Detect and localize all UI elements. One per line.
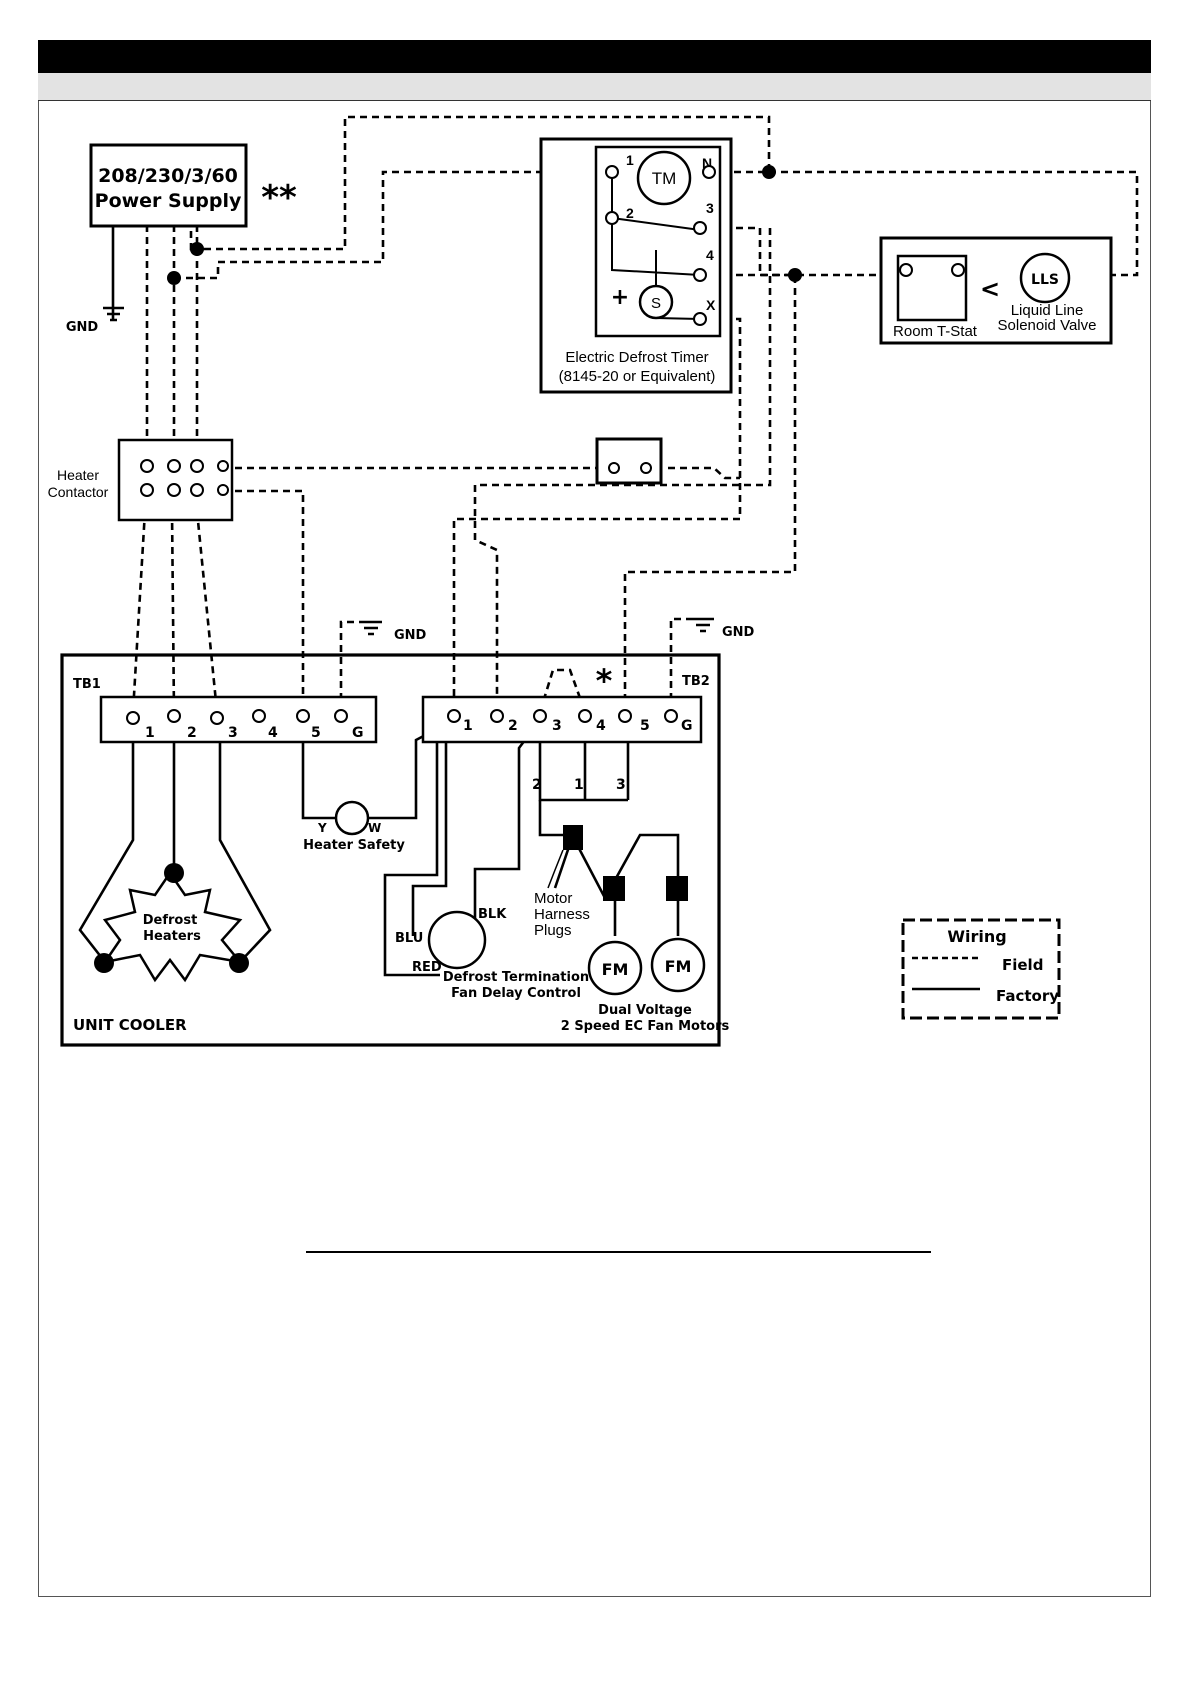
unit-cooler-box [60, 653, 721, 1047]
dtfd-line1: Defrost Termination [443, 970, 589, 985]
dtfd-blu: BLU [395, 931, 423, 946]
defrost-heaters-line1: Defrost [143, 913, 198, 928]
motors-caption-2: 2 Speed EC Fan Motors [561, 1019, 730, 1034]
room-tstat-label: Room T-Stat [893, 323, 978, 340]
legend-title: Wiring [947, 927, 1006, 946]
legend-field: Field [1002, 956, 1043, 974]
timer-motor-label: TM [652, 169, 677, 188]
tb1-terminal-1: 1 [145, 725, 155, 741]
motor-plugs-line2: Harness [534, 906, 590, 923]
power-supply-note: ** [261, 178, 297, 218]
heater-contactor-line1: Heater [57, 467, 99, 483]
fan-motor-2-label: FM [665, 957, 692, 976]
timer-terminal-1: 1 [626, 152, 634, 168]
tb2-terminal-g: G [681, 718, 693, 734]
timer-caption-1: Electric Defrost Timer [565, 349, 708, 366]
heater-safety-y: Y [317, 821, 327, 835]
subtitle-bar [38, 73, 1151, 101]
wire-number-3: 3 [616, 777, 626, 793]
heater-contactor-line2: Contactor [48, 484, 109, 500]
timer-plus: + [611, 285, 629, 310]
motor-plug [603, 876, 625, 901]
tb2-terminal-1: 1 [463, 718, 473, 734]
gnd-label: GND [66, 320, 99, 335]
tb1-terminal-5: 5 [311, 725, 321, 741]
motors-caption-1: Dual Voltage [598, 1003, 692, 1018]
fan-motor-icon [587, 940, 643, 996]
field-switch-box [595, 437, 663, 485]
dtfd-icon [427, 910, 487, 970]
wire-number-2: 2 [532, 777, 542, 793]
timer-terminal-n: N [702, 155, 712, 171]
tb2-label: TB2 [682, 674, 710, 689]
lls-caption-2: Solenoid Valve [998, 317, 1097, 334]
terminals [126, 165, 965, 725]
fan-motor-1-label: FM [602, 960, 629, 979]
timer-caption-2: (8145-20 or Equivalent) [559, 368, 716, 385]
defrost-timer-inner [594, 145, 722, 338]
heater-safety-w: W [368, 821, 381, 835]
motor-plugs-line3: Plugs [534, 922, 572, 939]
lls-icon [1019, 252, 1071, 304]
tb1-terminal-g: G [352, 725, 364, 741]
wire-number-1: 1 [574, 777, 584, 793]
field-wires [131, 115, 1139, 713]
motor-plugs-line1: Motor [534, 890, 572, 907]
heater-safety-icon [334, 800, 370, 836]
tb2-terminal-5: 5 [640, 718, 650, 734]
legend-factory: Factory [996, 987, 1059, 1005]
defrost-timer-box [539, 137, 733, 394]
tb2-terminal-4: 4 [596, 718, 606, 734]
heater-contactor-box [117, 438, 234, 522]
legend-box [901, 918, 1061, 1020]
defrost-heaters-line2: Heaters [143, 929, 201, 944]
tb1-terminal-2: 2 [187, 725, 197, 741]
fan-motor-icon [650, 937, 706, 993]
lls-arrow: < [980, 275, 1000, 303]
timer-motor-icon [636, 150, 692, 206]
power-supply-line1: 208/230/3/60 [98, 165, 238, 187]
tb2-strip [421, 695, 703, 744]
tb2-note: * [596, 662, 613, 700]
tb1-strip [99, 695, 378, 744]
motor-plug [666, 876, 688, 901]
gnd-tb1-label: GND [394, 628, 427, 643]
dtfd-red: RED [412, 960, 442, 975]
title-bar [38, 40, 1151, 73]
bottom-rule [306, 1251, 931, 1253]
lls-caption-1: Liquid Line [1011, 302, 1084, 319]
timer-terminal-2: 2 [626, 205, 634, 221]
dtfd-line2: Fan Delay Control [451, 986, 581, 1001]
dtfd-blk: BLK [478, 907, 507, 922]
gnd-tb2-label: GND [722, 625, 755, 640]
factory-wires [78, 225, 714, 977]
unit-cooler-label: UNIT COOLER [73, 1016, 187, 1034]
tb1-terminal-4: 4 [268, 725, 278, 741]
tb2-terminal-3: 3 [552, 718, 562, 734]
tb1-terminal-3: 3 [228, 725, 238, 741]
power-supply-box [89, 143, 248, 228]
power-supply-line2: Power Supply [95, 190, 242, 212]
timer-solenoid-label: S [651, 295, 661, 312]
motor-plug [563, 825, 583, 850]
heater-safety-label: Heater Safety [303, 838, 405, 853]
timer-terminal-4: 4 [706, 247, 714, 263]
tb1-label: TB1 [73, 677, 101, 692]
defrost-heaters-icon [102, 870, 244, 983]
lls-symbol: LLS [1031, 272, 1059, 288]
timer-terminal-x: X [706, 297, 716, 313]
tb2-terminal-2: 2 [508, 718, 518, 734]
timer-terminal-3: 3 [706, 200, 714, 216]
